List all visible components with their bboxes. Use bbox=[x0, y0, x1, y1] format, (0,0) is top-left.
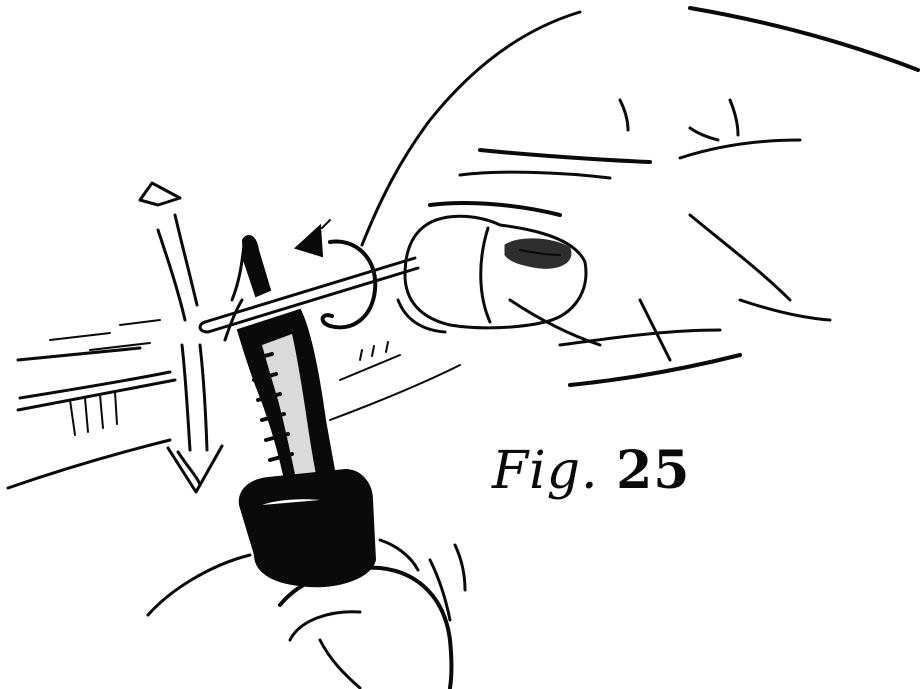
figure-caption: Fig. 25 bbox=[492, 440, 690, 501]
table-edge bbox=[8, 320, 460, 488]
thumb bbox=[398, 216, 586, 332]
up-arrow-icon bbox=[140, 183, 197, 320]
caption-number: 25 bbox=[616, 440, 690, 501]
upper-hand bbox=[362, 8, 918, 385]
down-arrow-icon bbox=[168, 345, 222, 492]
caption-prefix: Fig. bbox=[492, 441, 599, 501]
spark-mark bbox=[322, 220, 330, 228]
